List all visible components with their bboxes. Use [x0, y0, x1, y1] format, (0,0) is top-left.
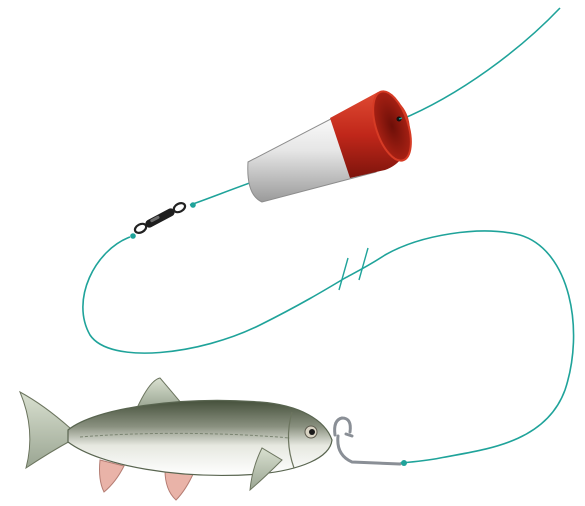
line-break-icon — [339, 248, 368, 290]
hook-icon — [335, 418, 400, 464]
knot-icon — [190, 202, 196, 208]
knot-icon — [130, 233, 136, 239]
float-icon — [248, 87, 419, 202]
main-line — [400, 8, 560, 120]
swivel-icon — [133, 201, 186, 234]
bait-fish-icon — [20, 378, 332, 500]
float-to-swivel-line — [190, 180, 258, 205]
knot-icon — [401, 460, 407, 466]
